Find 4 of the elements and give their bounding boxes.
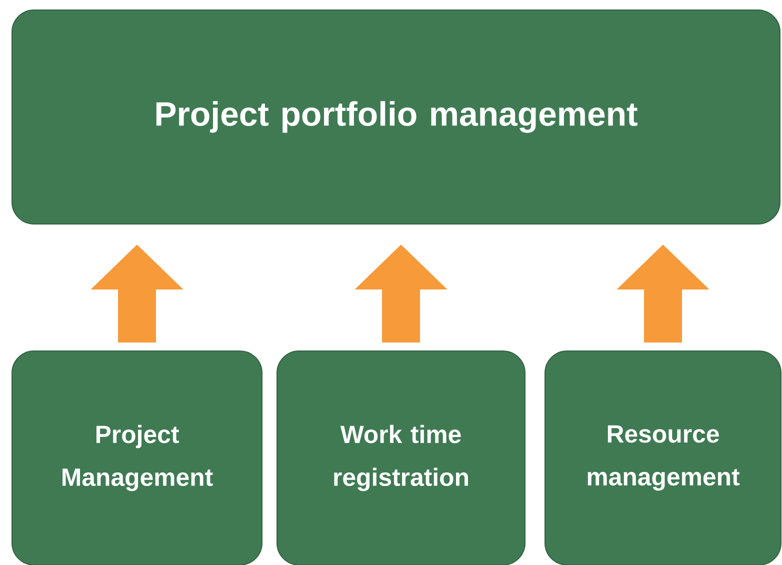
- process-box: Resource management: [544, 350, 782, 565]
- process-box: Project portfolio management: [12, 10, 780, 224]
- process-box: Work time registration: [276, 350, 526, 565]
- process-box: Project Management: [12, 350, 262, 565]
